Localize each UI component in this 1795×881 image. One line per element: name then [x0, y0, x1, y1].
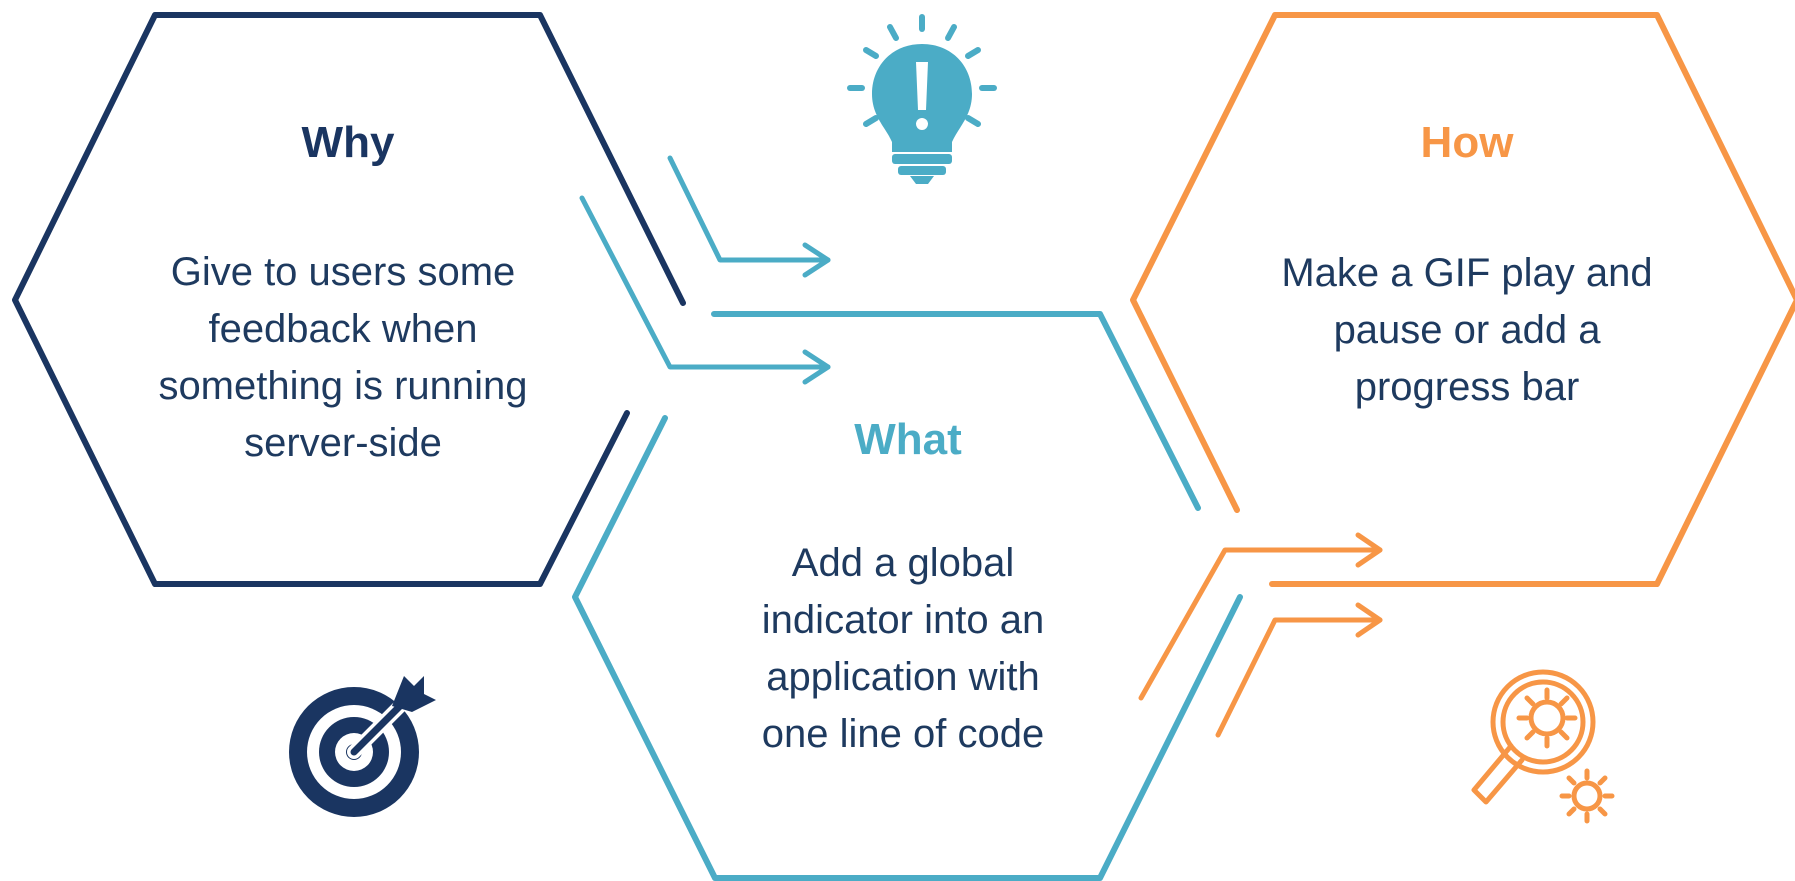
magnifier-gears-icon [1471, 669, 1615, 824]
what-to-how-arrows [1138, 532, 1383, 738]
why-title: Why [301, 118, 395, 167]
what-body: Add a global indicator into an applicati… [761, 541, 1045, 756]
how-hexagon [1130, 12, 1795, 587]
why-to-what-arrows [579, 155, 831, 385]
why-hexagon [12, 12, 686, 587]
lower-orange-arrow [1215, 617, 1383, 738]
upper-teal-arrow [667, 155, 831, 263]
how-title: How [1420, 118, 1514, 167]
what-hexagon [572, 311, 1243, 881]
lower-teal-arrow [579, 195, 831, 370]
target-icon [289, 676, 436, 817]
why-body: Give to users some feedback when somethi… [158, 250, 528, 465]
how-body: Make a GIF play and pause or add a progr… [1281, 251, 1653, 409]
what-title: What [854, 415, 962, 464]
lightbulb-icon [847, 14, 997, 184]
upper-orange-arrow [1138, 547, 1383, 701]
